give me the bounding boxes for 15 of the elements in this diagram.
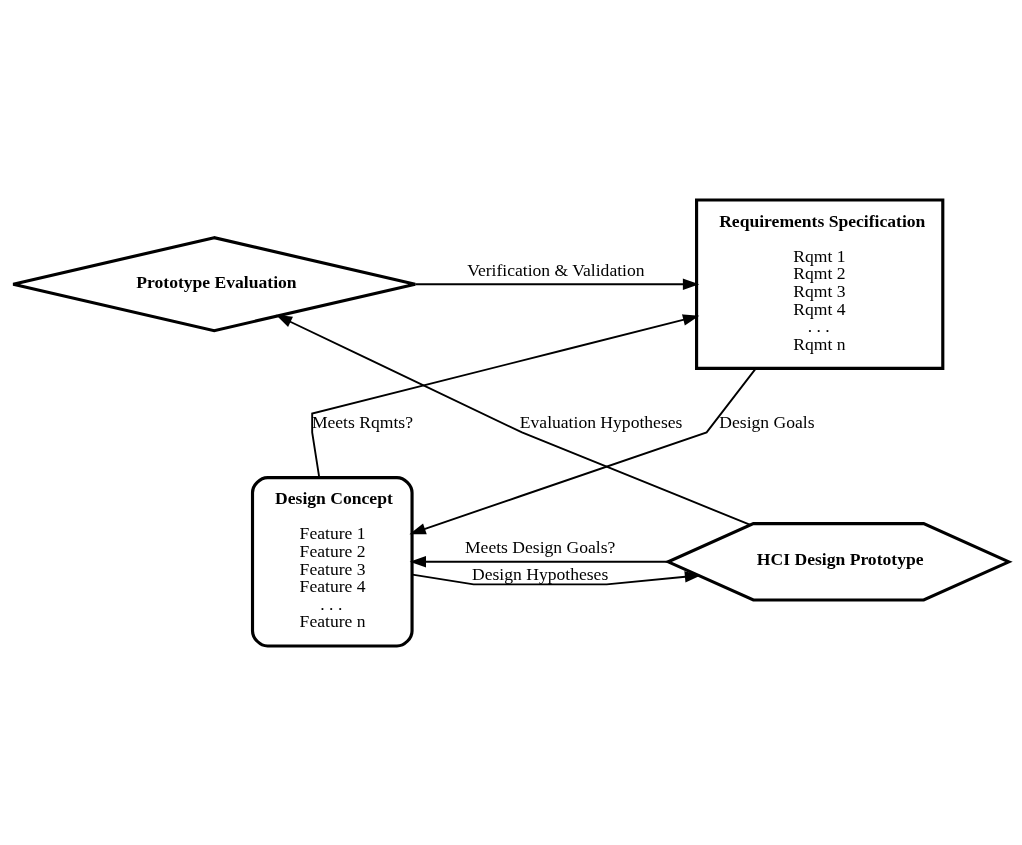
edge-label: Evaluation Hypotheses xyxy=(519,411,683,432)
edge-label: Design Goals xyxy=(719,411,815,432)
edge-label: Verification & Validation xyxy=(467,259,645,280)
arrow xyxy=(311,313,700,479)
arrow xyxy=(414,277,700,290)
node-box: Requirements Specification Rqmt 1 Rqmt 2 Rqmt 3 Rqmt 4 . . . Rqmt n xyxy=(695,197,945,370)
node-box: Design Concept Feature 1 Feature 2 Feature 3 Feature 4 . . . Feature n xyxy=(250,475,414,648)
node-diamond: Prototype Evaluation xyxy=(11,235,417,332)
arrow xyxy=(409,555,669,568)
arrow xyxy=(275,314,752,526)
edge-label: Meets Rqmts? xyxy=(311,411,413,432)
edge-label: Meets Design Goals? xyxy=(464,536,616,557)
edge-label: Design Hypotheses xyxy=(472,563,609,584)
arrow xyxy=(411,570,702,585)
arrow xyxy=(409,366,757,534)
